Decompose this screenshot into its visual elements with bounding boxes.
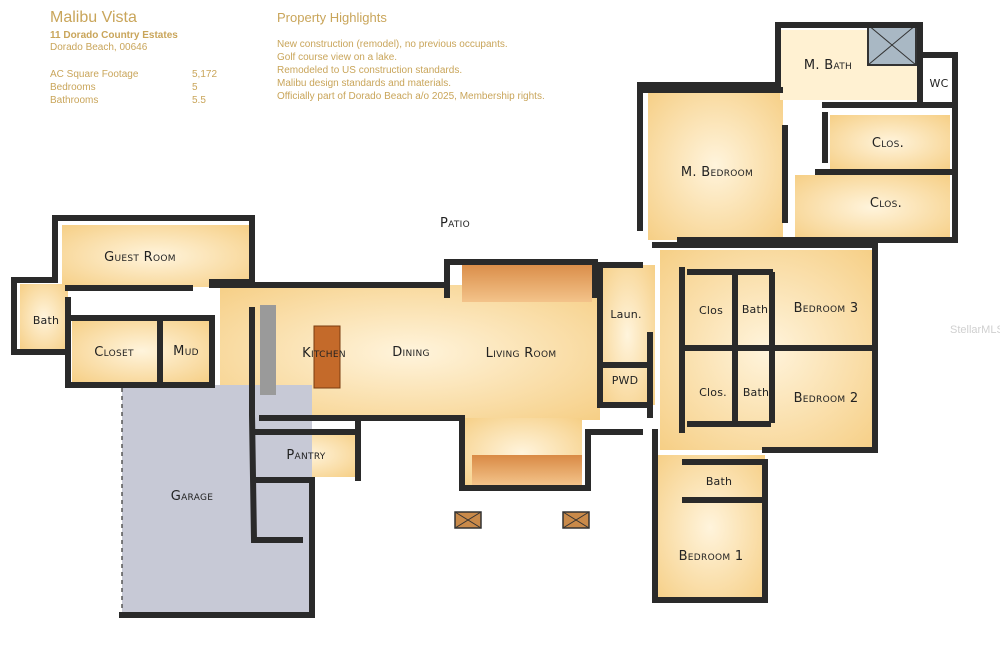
garage-floor	[122, 385, 312, 615]
label-clos-b3: Clos	[699, 304, 723, 317]
label-powder: PWD	[612, 374, 639, 387]
label-bedroom3: Bedroom 3	[794, 301, 859, 316]
label-master-bath: M. Bath	[804, 58, 852, 73]
planter-icon	[454, 511, 482, 529]
highlights-list: New construction (remodel), no previous …	[277, 38, 545, 103]
label-pantry: Pantry	[286, 448, 325, 463]
label-mud: Mud	[173, 344, 199, 359]
label-closet-m2: Clos.	[870, 196, 902, 211]
highlight-item: Remodeled to US construction standards.	[277, 65, 463, 76]
label-patio: Patio	[440, 216, 470, 231]
label-living-room: Living Room	[486, 346, 557, 361]
highlight-item: Golf course view on a lake.	[277, 52, 398, 63]
label-guest-room: Guest Room	[104, 250, 176, 265]
stat-value: 5.5	[192, 95, 206, 106]
stat-value: 5,172	[192, 69, 218, 80]
address-line-2: Dorado Beach, 00646	[50, 42, 148, 53]
highlight-item: Malibu design standards and materials.	[277, 78, 451, 89]
label-bath-b3: Bath	[742, 303, 768, 316]
stat-label: AC Square Footage	[50, 69, 139, 80]
planter-icon	[562, 511, 590, 529]
watermark: StellarMLS	[950, 324, 1000, 336]
kitchen-counter	[260, 305, 276, 395]
stat-bedrooms: Bedrooms 5	[50, 82, 210, 95]
label-laundry: Laun.	[610, 308, 641, 321]
label-closet-m1: Clos.	[872, 136, 904, 151]
property-header: Malibu Vista 11 Dorado Country Estates D…	[0, 0, 1000, 120]
label-bath-left: Bath	[33, 314, 59, 327]
label-wc: WC	[930, 77, 949, 90]
label-bedroom2: Bedroom 2	[794, 391, 859, 406]
shower-icon	[867, 24, 917, 66]
stat-sqft: AC Square Footage 5,172	[50, 69, 217, 82]
highlight-item: Officially part of Dorado Beach a/o 2025…	[277, 91, 545, 102]
property-title: Malibu Vista	[50, 9, 137, 26]
stat-bathrooms: Bathrooms 5.5	[50, 95, 210, 108]
highlights-title: Property Highlights	[277, 10, 387, 25]
kitchen-island	[313, 325, 341, 389]
label-kitchen: Kitchen	[302, 346, 346, 361]
stat-label: Bedrooms	[50, 82, 96, 93]
label-bath-b2: Bath	[743, 386, 769, 399]
walls	[11, 22, 958, 618]
label-bedroom1: Bedroom 1	[679, 549, 744, 564]
stat-label: Bathrooms	[50, 95, 99, 106]
stat-value: 5	[192, 82, 198, 93]
label-closet: Closet	[94, 345, 134, 360]
room-labels: Patio Guest Room Bath Closet Mud Kitchen…	[33, 58, 949, 564]
highlight-item: New construction (remodel), no previous …	[277, 39, 508, 50]
label-master-bedroom: M. Bedroom	[681, 165, 753, 180]
label-garage: Garage	[171, 489, 214, 504]
label-dining: Dining	[392, 345, 430, 360]
label-bath-b1: Bath	[706, 475, 732, 488]
label-clos-b2: Clos.	[699, 386, 727, 399]
address-line-1: 11 Dorado Country Estates	[50, 30, 178, 41]
